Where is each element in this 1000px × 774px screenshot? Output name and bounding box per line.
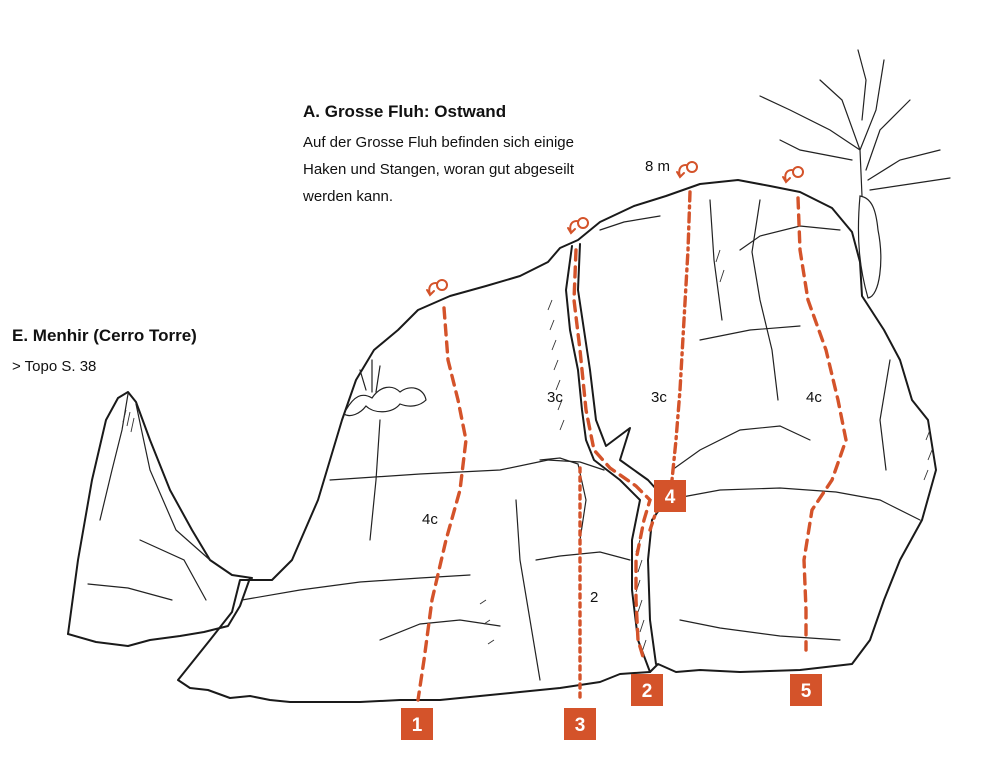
route-5-grade: 4c xyxy=(806,389,822,406)
description-line-2: Haken und Stangen, woran gut abgeseilt xyxy=(303,161,575,178)
route-marker-1: 1 xyxy=(401,708,433,740)
section-title-menhir: E. Menhir (Cerro Torre) xyxy=(12,326,197,345)
route-marker-2-number: 2 xyxy=(642,681,653,702)
route-marker-5-number: 5 xyxy=(801,681,812,702)
section-title-grosse-fluh: A. Grosse Fluh: Ostwand xyxy=(303,102,506,121)
route-2-grade: 3c xyxy=(547,389,563,406)
route-4-grade: 3c xyxy=(651,389,667,406)
route-3-grade: 2 xyxy=(590,589,598,606)
menhir-rock-drawing xyxy=(67,391,253,647)
anchor-route-4-icon xyxy=(676,161,698,179)
route-1-grade: 4c xyxy=(422,511,438,528)
description-line-1: Auf der Grosse Fluh befinden sich einige xyxy=(303,134,574,151)
route-marker-3-number: 3 xyxy=(575,715,586,736)
route-5-line xyxy=(796,196,848,652)
route-4-line xyxy=(648,190,692,532)
route-marker-3: 3 xyxy=(564,708,596,740)
description-line-3: werden kann. xyxy=(302,188,393,205)
route-marker-2: 2 xyxy=(631,674,663,706)
anchors xyxy=(426,161,804,297)
menhir-topo-reference: > Topo S. 38 xyxy=(12,358,96,375)
route-2-line xyxy=(572,248,652,662)
route-marker-4: 4 xyxy=(654,480,686,512)
anchor-route-5-icon xyxy=(782,166,804,184)
anchor-route-2-icon xyxy=(567,217,589,235)
route-marker-5: 5 xyxy=(790,674,822,706)
anchor-route-1-icon xyxy=(426,279,448,297)
height-label: 8 m xyxy=(645,158,670,175)
route-marker-4-number: 4 xyxy=(665,487,676,508)
route-1-line xyxy=(416,306,468,702)
route-marker-1-number: 1 xyxy=(412,715,423,736)
